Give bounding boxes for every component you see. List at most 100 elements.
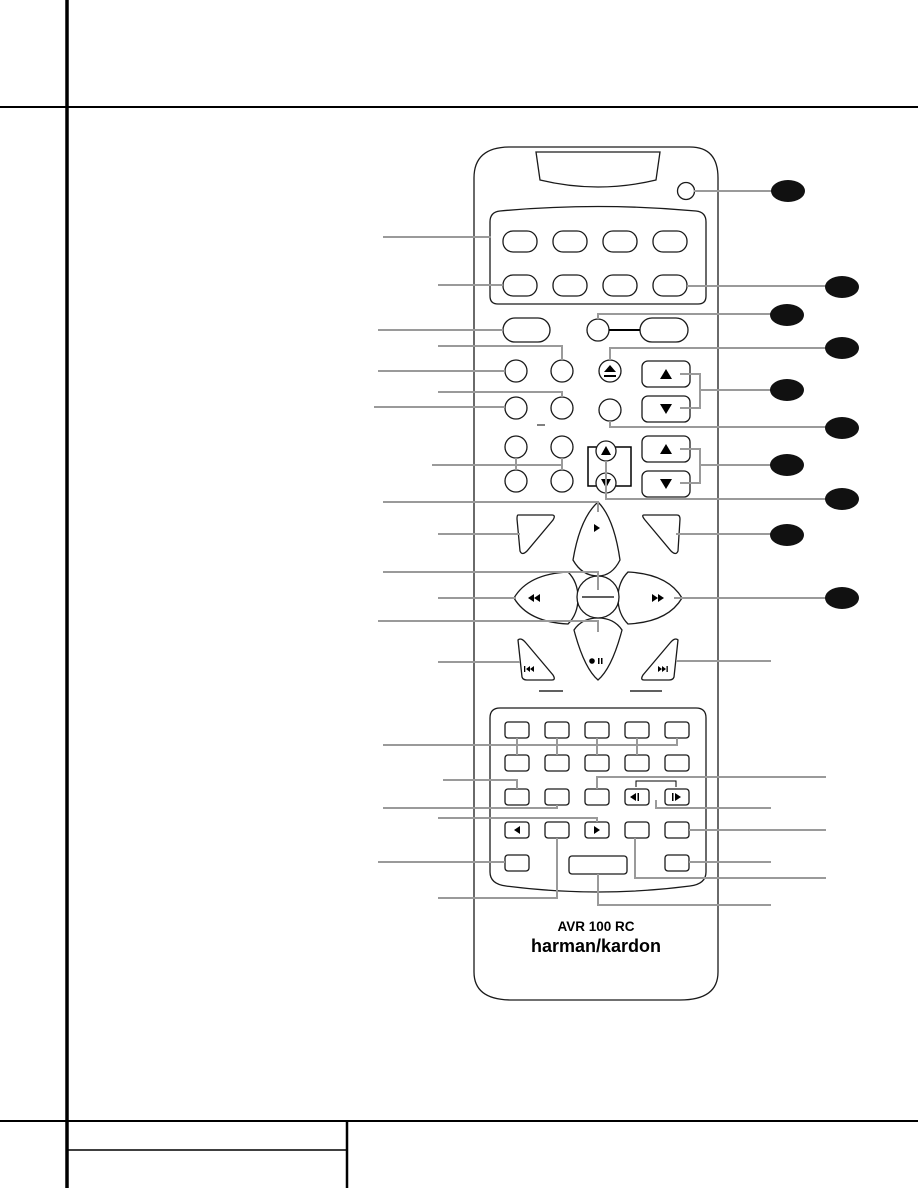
callout-bubble: [825, 417, 859, 439]
skip-next-icon: [658, 666, 668, 672]
status-led-icon: [676, 181, 696, 201]
upper-glyphs: [537, 365, 672, 489]
numeric-button-2[interactable]: [544, 721, 570, 739]
function-button-g[interactable]: [504, 854, 530, 872]
input-button-2[interactable]: [552, 230, 588, 253]
input-selector-buttons: [502, 230, 688, 297]
leader-line: [383, 571, 599, 590]
function-button-h[interactable]: [664, 854, 690, 872]
leader-line: [438, 345, 563, 360]
down-arrow-icon: [660, 404, 672, 414]
leader-line: [609, 421, 826, 428]
lower-panel: [489, 707, 707, 893]
numeric-button-6[interactable]: [504, 754, 530, 772]
function-button-c[interactable]: [584, 788, 610, 806]
lower-glyphs: [514, 780, 681, 834]
left-arrow-icon: [514, 826, 520, 834]
callout-bubble: [825, 587, 859, 609]
leader-line: [597, 313, 771, 319]
ir-window: [535, 151, 661, 188]
corner-button-right[interactable]: [642, 514, 681, 555]
input-button-6[interactable]: [552, 274, 588, 297]
leader-line: [609, 347, 826, 360]
leader-line: [438, 817, 598, 822]
leader-line: [383, 805, 558, 809]
down-arrow-icon: [660, 479, 672, 489]
input-button-3[interactable]: [602, 230, 638, 253]
wide-function-button[interactable]: [568, 855, 628, 875]
numeric-button-0[interactable]: [664, 754, 690, 772]
skip-previous-icon: [524, 666, 534, 672]
up-arrow-icon: [660, 444, 672, 454]
callout-bubbles: [770, 180, 859, 609]
step-back-icon: [630, 793, 639, 801]
right-arrow-icon: [594, 826, 600, 834]
callout-bubble: [825, 276, 859, 298]
power-on-button[interactable]: [502, 317, 551, 343]
rewind-icon: [528, 594, 540, 602]
mode-button-b[interactable]: [550, 359, 574, 383]
mode-button-c[interactable]: [504, 396, 528, 420]
leader-line: [605, 461, 826, 500]
function-button-d[interactable]: [544, 821, 570, 839]
numeric-button-1[interactable]: [504, 721, 530, 739]
transport-glyphs: [524, 524, 668, 692]
function-button-b[interactable]: [544, 788, 570, 806]
eject-icon: [604, 365, 616, 377]
numeric-button-9[interactable]: [624, 754, 650, 772]
power-off-long-button[interactable]: [639, 317, 689, 343]
leader-line: [443, 779, 518, 789]
step-forward-icon: [672, 793, 681, 801]
leader-line: [383, 501, 599, 512]
model-label: AVR 100 RC: [557, 919, 634, 934]
mode-button-a[interactable]: [504, 359, 528, 383]
numeric-button-8[interactable]: [584, 754, 610, 772]
mode-button-f[interactable]: [504, 435, 528, 459]
input-button-4[interactable]: [652, 230, 688, 253]
callout-bubble: [825, 337, 859, 359]
leader-line: [383, 738, 678, 746]
callout-bubble: [825, 488, 859, 510]
brand-logo: harman/kardon: [531, 936, 661, 956]
step-back-button[interactable]: [624, 788, 650, 806]
input-selector-panel: [489, 205, 707, 305]
fast-forward-icon: [652, 594, 664, 602]
numeric-button-7[interactable]: [544, 754, 570, 772]
up-arrow-icon: [660, 369, 672, 379]
leader-lines: [374, 190, 826, 906]
callout-bubble: [770, 524, 804, 546]
input-button-7[interactable]: [602, 274, 638, 297]
mode-button-e[interactable]: [598, 398, 622, 422]
leader-line: [378, 620, 599, 632]
up-arrow-icon: [601, 446, 611, 455]
mode-button-g[interactable]: [550, 435, 574, 459]
record-pause-icon: [589, 658, 603, 664]
next-button[interactable]: [641, 638, 679, 681]
mode-button-h[interactable]: [504, 469, 528, 493]
function-button-e[interactable]: [624, 821, 650, 839]
numeric-button-3[interactable]: [584, 721, 610, 739]
leader-line: [597, 874, 771, 906]
play-triangle-icon: [594, 524, 600, 532]
mode-button-i[interactable]: [550, 469, 574, 493]
callout-bubble: [771, 180, 805, 202]
leader-line: [596, 776, 826, 789]
function-button-f[interactable]: [664, 821, 690, 839]
callout-bubble: [770, 304, 804, 326]
step-bracket: [635, 780, 677, 787]
leader-line: [438, 838, 558, 899]
numeric-button-5[interactable]: [664, 721, 690, 739]
function-button-a[interactable]: [504, 788, 530, 806]
numeric-button-4[interactable]: [624, 721, 650, 739]
mode-button-d[interactable]: [550, 396, 574, 420]
power-off-button[interactable]: [586, 318, 610, 342]
input-button-1[interactable]: [502, 230, 538, 253]
callout-bubble: [770, 454, 804, 476]
corner-button-left[interactable]: [516, 514, 555, 555]
transport-cluster: [513, 501, 683, 681]
input-button-8[interactable]: [652, 274, 688, 297]
input-button-5[interactable]: [502, 274, 538, 297]
leader-line: [438, 391, 563, 397]
